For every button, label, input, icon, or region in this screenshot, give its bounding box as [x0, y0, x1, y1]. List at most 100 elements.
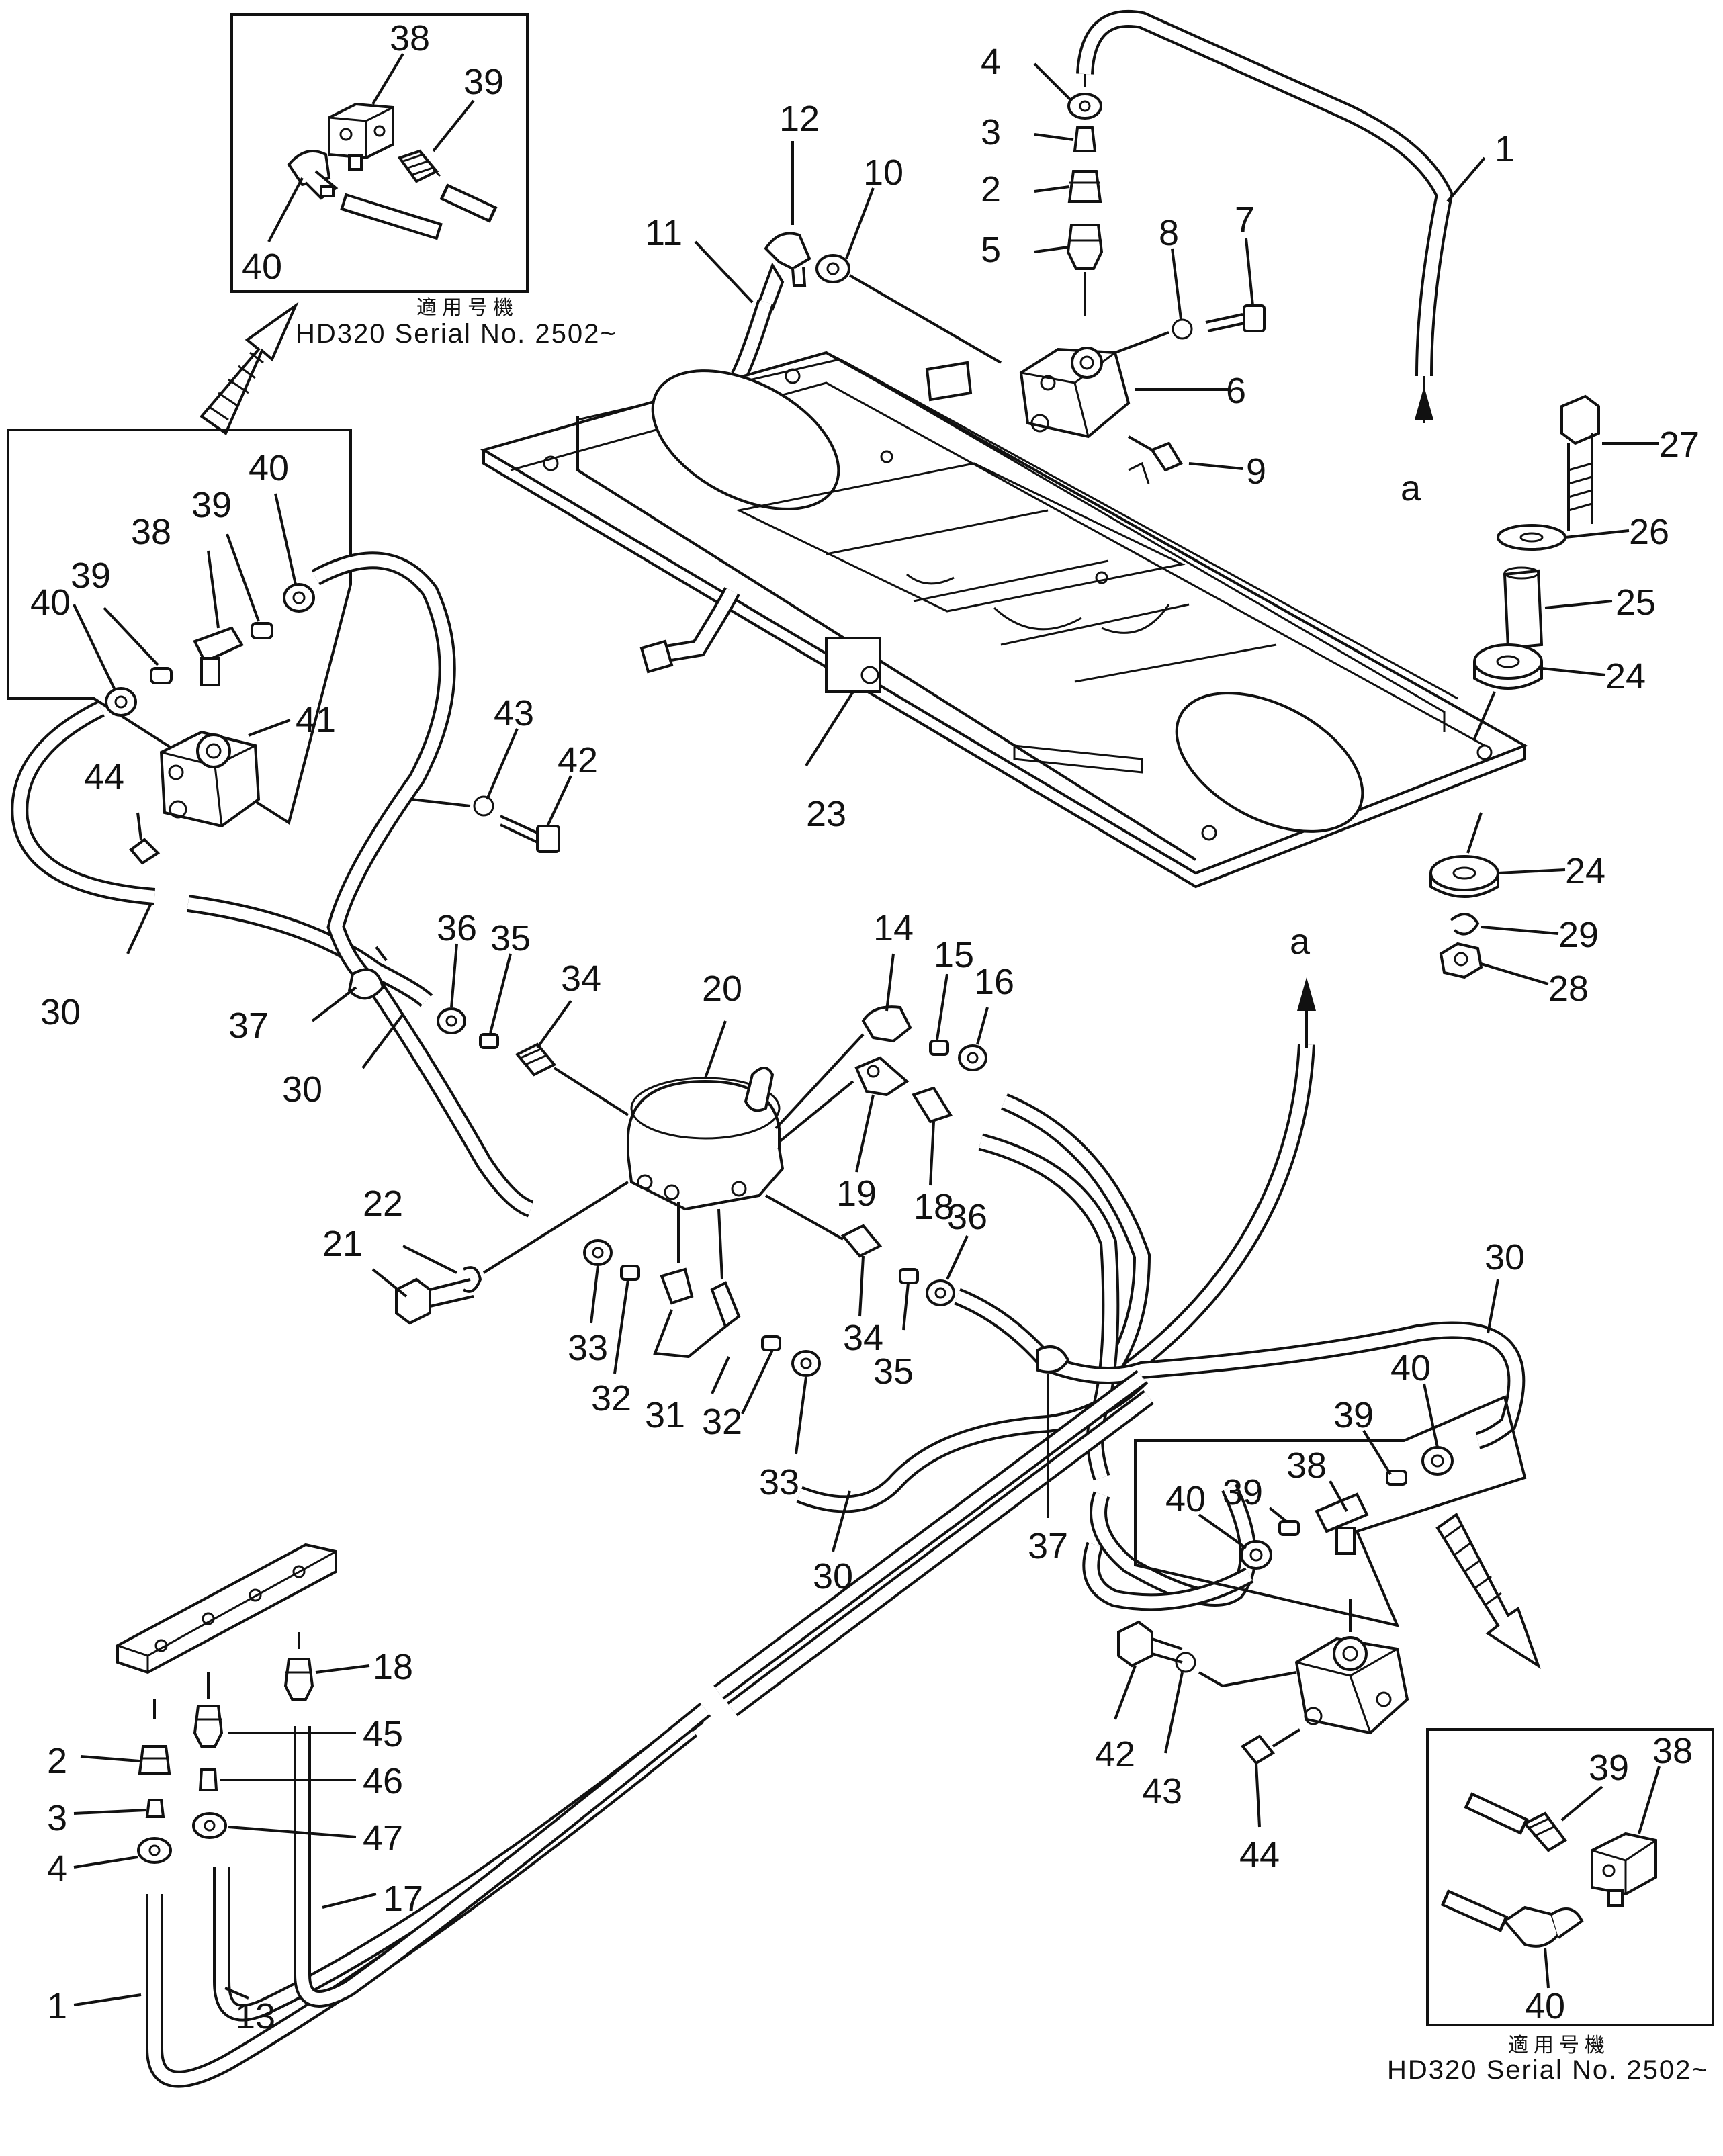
callout-18: 18: [914, 1187, 954, 1227]
valve-part: [1019, 347, 1131, 439]
callout-33: 33: [568, 1328, 608, 1368]
callout-39: 39: [71, 555, 111, 596]
callout-38: 38: [1286, 1445, 1327, 1486]
models-label: 適用号機: [1508, 2034, 1610, 2057]
connector-part: [397, 149, 441, 183]
callout-28: 28: [1548, 969, 1589, 1009]
callout-26: 26: [1629, 512, 1669, 552]
callout-24: 24: [1565, 851, 1605, 891]
callout-44: 44: [84, 757, 124, 797]
callout-18: 18: [373, 1647, 413, 1687]
callout-47: 47: [363, 1818, 403, 1858]
marker-a: a: [1401, 468, 1421, 508]
view-marker-mid: a: [1290, 922, 1316, 1048]
callout-32: 32: [702, 1402, 742, 1442]
group-bracket: [7, 429, 352, 825]
callout-35: 35: [490, 918, 531, 958]
callout-16: 16: [974, 962, 1014, 1002]
callout-3: 3: [981, 112, 1001, 152]
callout-10: 10: [863, 152, 903, 193]
callout-19: 19: [836, 1173, 877, 1214]
inset-bottom-right: 39 38 40 適用号機 HD320 Serial No. 2502~: [1387, 1728, 1714, 2085]
callout-5: 5: [981, 230, 1001, 270]
inset-frame: [1426, 1728, 1714, 2026]
callout-22: 22: [363, 1183, 403, 1224]
view-marker-top: a: [1401, 376, 1433, 508]
callout-25: 25: [1616, 582, 1656, 623]
callout-36: 36: [947, 1197, 987, 1237]
callout-39: 39: [463, 62, 504, 102]
models-label: 適用号機: [416, 297, 519, 319]
callout-2: 2: [47, 1741, 67, 1781]
callout-37: 37: [228, 1005, 269, 1046]
relay-valve-right: [1294, 1636, 1409, 1735]
callout-32: 32: [591, 1378, 631, 1419]
callout-6: 6: [1226, 371, 1246, 411]
callout-14: 14: [873, 908, 914, 948]
group-bracket: [1134, 1395, 1527, 1627]
marker-a: a: [1290, 922, 1311, 962]
callout-38: 38: [390, 18, 430, 58]
callout-11: 11: [645, 213, 682, 253]
callout-46: 46: [363, 1761, 403, 1801]
center-valve-assembly: [126, 903, 1499, 1552]
right-valve-group: 38 39 40 39 40 42 43 44: [1095, 1348, 1527, 1875]
mount-stack: [1429, 394, 1659, 985]
callout-40: 40: [242, 246, 282, 287]
callout-29: 29: [1558, 915, 1599, 955]
callout-43: 43: [494, 693, 534, 733]
callout-33: 33: [759, 1462, 799, 1502]
callout-35: 35: [873, 1351, 914, 1392]
cross-member-frame: [480, 351, 1528, 889]
left-valve-group: 38 39 40 39 40 41 44 43 42: [7, 429, 598, 865]
callout-30: 30: [813, 1556, 853, 1597]
callout-3: 3: [47, 1798, 67, 1838]
callout-7: 7: [1235, 199, 1255, 240]
callout-39: 39: [1589, 1748, 1629, 1788]
air-tubes: [11, 551, 1526, 2088]
callout-40: 40: [1165, 1479, 1206, 1519]
callout-40: 40: [1525, 1986, 1565, 2026]
callout-13: 13: [235, 1996, 275, 2036]
callout-36: 36: [437, 908, 477, 948]
inset-top-left: 38 39 40 適用号機 HD320 Serial No. 2502~: [230, 13, 617, 349]
callout-12: 12: [779, 99, 820, 139]
callout-17: 17: [383, 1879, 423, 1919]
callout-2: 2: [981, 169, 1001, 210]
top-fittings: [694, 9, 1486, 472]
callout-37: 37: [1028, 1526, 1068, 1566]
callout-40: 40: [30, 582, 71, 623]
callout-42: 42: [558, 740, 598, 780]
callout-9: 9: [1246, 451, 1266, 492]
callout-4: 4: [47, 1848, 67, 1889]
reference-arrow-top: [200, 302, 299, 436]
reference-arrow-bottom: [1435, 1513, 1541, 1669]
brake-valve-part: [627, 1067, 785, 1211]
callout-39: 39: [191, 485, 232, 525]
callout-40: 40: [249, 448, 289, 488]
callout-43: 43: [1142, 1771, 1182, 1811]
bottom-left-bracket: [73, 1543, 377, 2006]
callout-38: 38: [1652, 1731, 1693, 1771]
tee-block-part: [328, 102, 394, 171]
callout-42: 42: [1095, 1734, 1135, 1775]
callout-31: 31: [645, 1395, 685, 1435]
callout-34: 34: [843, 1318, 883, 1358]
callout-4: 4: [981, 42, 1001, 82]
serial-label: HD320 Serial No. 2502~: [296, 319, 617, 349]
callout-30: 30: [40, 992, 81, 1032]
callout-40: 40: [1390, 1348, 1431, 1388]
callout-34: 34: [561, 958, 601, 999]
callout-1: 1: [1495, 129, 1515, 169]
callout-labels: 1 4 3 2 5 12 10 11 8 7 6 9 27 26 25 24 2…: [40, 42, 1699, 2036]
callout-38: 38: [131, 512, 171, 552]
callout-20: 20: [702, 969, 742, 1009]
callout-24: 24: [1605, 656, 1646, 697]
callout-44: 44: [1239, 1835, 1280, 1875]
callout-15: 15: [934, 935, 974, 975]
callout-39: 39: [1333, 1395, 1374, 1435]
inset-frame: [230, 13, 529, 293]
elbow-part: [287, 150, 339, 200]
callout-27: 27: [1659, 424, 1699, 465]
